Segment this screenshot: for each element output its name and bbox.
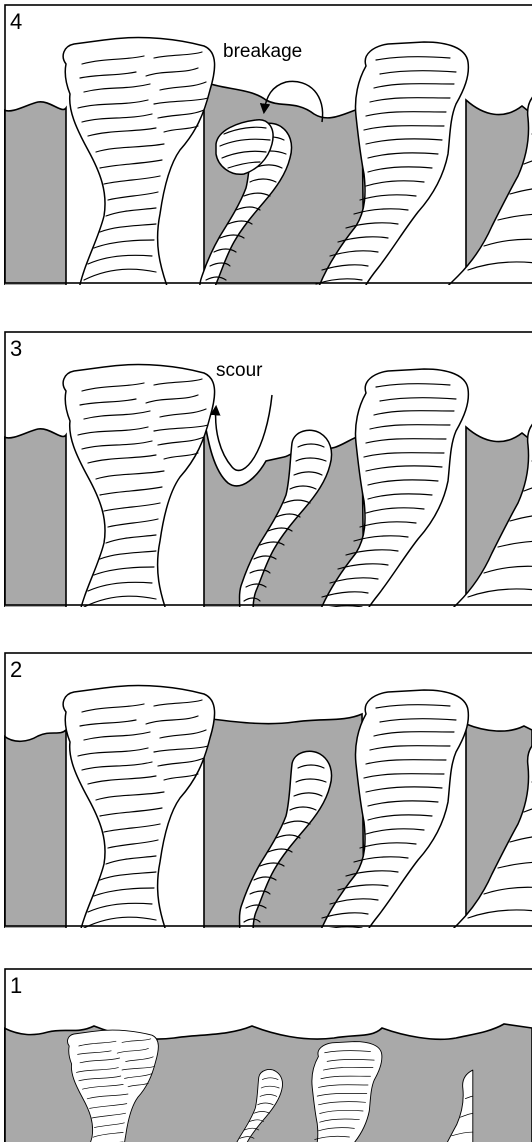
panel-1: 1: [4, 968, 532, 1142]
column-left: [63, 686, 214, 928]
breakage-label: breakage: [223, 41, 302, 62]
panel-number: 4: [10, 9, 22, 34]
panel-4: 4 breakage: [4, 4, 532, 285]
scour-label: scour: [216, 360, 263, 381]
scour-arrow: [216, 395, 272, 470]
panel-number: 3: [10, 336, 22, 361]
panel-3: 3 scour: [4, 331, 532, 607]
panel-number: 1: [10, 973, 22, 998]
column-left: [63, 38, 214, 285]
panel-number: 2: [10, 657, 22, 682]
column-left: [63, 365, 214, 607]
panel-2: 2: [4, 652, 532, 928]
